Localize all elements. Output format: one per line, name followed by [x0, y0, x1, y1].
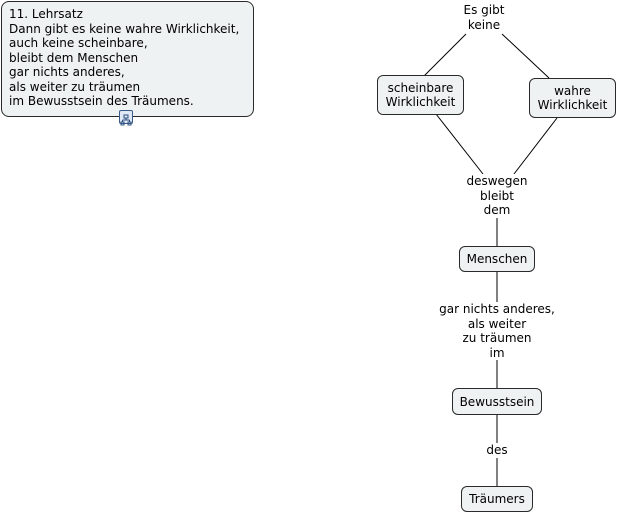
note-box: 11. Lehrsatz Dann gibt es keine wahre Wi…	[1, 1, 254, 117]
relation-line: als weiter	[467, 316, 527, 331]
node-label: Träumers	[469, 492, 525, 506]
relation-line: bleibt	[480, 188, 514, 203]
relation-line: dem	[483, 203, 511, 217]
relation-line: deswegen	[466, 174, 528, 188]
note-line: bleibt dem Menschen	[9, 50, 139, 65]
node-bewusstsein[interactable]: Bewusstsein	[452, 388, 542, 415]
note-line: im Bewusstsein des Träumens.	[9, 94, 194, 108]
relation-line: zu träumen	[462, 331, 532, 345]
note-line: auch keine scheinbare,	[9, 36, 148, 50]
note-line: Dann gibt es keine wahre Wirklichkeit,	[9, 21, 240, 36]
relation-des: des	[480, 443, 514, 458]
node-menschen[interactable]: Menschen	[459, 246, 535, 272]
root-topic-line: Es gibt	[463, 3, 505, 17]
submap-icon[interactable]	[119, 110, 133, 126]
node-line: Wirklichkeit	[385, 95, 456, 109]
node-wahre-wirklichkeit[interactable]: wahre Wirklichkeit	[529, 78, 616, 118]
relation-line: im	[489, 345, 505, 360]
node-line: wahre	[554, 84, 591, 98]
root-topic[interactable]: Es gibt keine	[458, 3, 510, 32]
note-line: als weiter zu träumen	[9, 79, 141, 94]
node-scheinbare-wirklichkeit[interactable]: scheinbare Wirklichkeit	[377, 75, 464, 115]
note-line: 11. Lehrsatz	[9, 7, 83, 21]
node-line: scheinbare	[387, 81, 454, 95]
relation-gar-nichts-anderes: gar nichts anderes, als weiter zu träume…	[432, 302, 562, 360]
relation-deswegen: deswegen bleibt dem	[462, 174, 532, 218]
node-label: Bewusstsein	[459, 394, 535, 409]
node-traeumers[interactable]: Träumers	[461, 486, 533, 512]
node-line: Wirklichkeit	[537, 98, 608, 112]
node-label: Menschen	[466, 252, 528, 266]
note-line: gar nichts anderes,	[9, 65, 125, 79]
relation-line: des	[486, 443, 508, 457]
root-topic-line: keine	[467, 17, 501, 32]
relation-line: gar nichts anderes,	[439, 302, 555, 316]
